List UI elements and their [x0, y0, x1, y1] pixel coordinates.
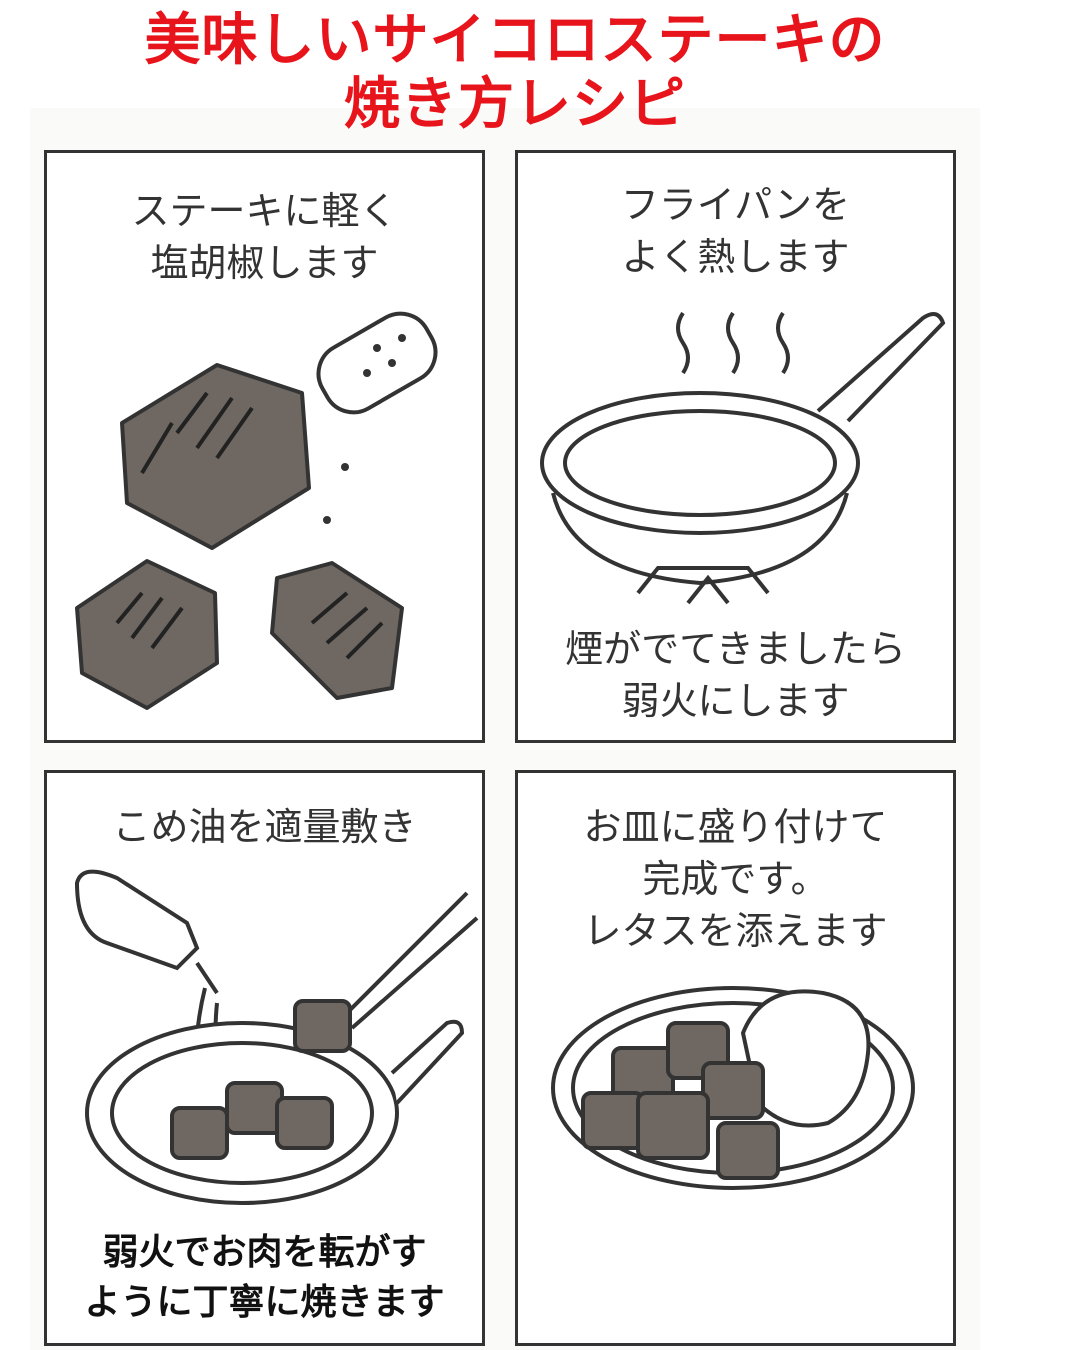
- step-4-caption-line-2: 完成です。: [642, 857, 829, 901]
- step-4-caption-line-3: レタスを添えます: [583, 909, 888, 953]
- plated-steak-illustration: [551, 986, 915, 1190]
- frying-pan-icon: [540, 391, 860, 535]
- steam-icon: [676, 311, 690, 375]
- seasoning-steak-illustration: [75, 311, 438, 710]
- step-3-sub-caption-line-2: ように丁寧に焼きます: [84, 1282, 445, 1323]
- step-3-caption-line-1: こめ油を適量敷き: [112, 805, 417, 849]
- step-3-sub-caption-line-1: 弱火でお肉を転がす: [102, 1232, 427, 1273]
- steak-cube: [275, 1096, 334, 1150]
- recipe-title-line-1: 美味しいサイコロステーキの: [144, 8, 886, 73]
- step-2-sub-caption-line-1: 煙がでてきましたら: [565, 627, 906, 671]
- step-1-caption-line-2: 塩胡椒します: [150, 241, 379, 285]
- step-1-caption-line-1: ステーキに軽く: [131, 189, 398, 233]
- step-4-panel: お皿に盛り付けて 完成です。 レタスを添えます: [515, 770, 956, 1346]
- step-2-panel: フライパンを よく熱します 煙がでてきましたら 弱火にします: [515, 150, 956, 743]
- oil-bottle-icon: [74, 869, 200, 971]
- heating-pan-illustration: [540, 311, 946, 605]
- steak-cube: [170, 1106, 229, 1160]
- frying-cubes-illustration: [74, 869, 479, 1205]
- recipe-title-line-2: 焼き方レシピ: [344, 72, 686, 137]
- step-4-caption-line-1: お皿に盛り付けて: [583, 805, 888, 849]
- large-steak-cube: [120, 363, 311, 550]
- salt-shaker-icon: [316, 311, 438, 524]
- step-2-sub-caption-line-2: 弱火にします: [621, 679, 850, 723]
- steak-cube: [293, 999, 352, 1053]
- step-2-caption-line-2: よく熱します: [621, 235, 850, 279]
- step-3-panel: こめ油を適量敷き 弱火でお肉を転がす ように丁寧に焼きます: [44, 770, 485, 1346]
- small-steak-cube: [270, 561, 404, 700]
- lettuce-icon: [740, 989, 871, 1128]
- step-1-panel: ステーキに軽く 塩胡椒します: [44, 150, 485, 743]
- steak-cube: [225, 1081, 284, 1135]
- chopsticks-icon: [335, 891, 479, 1030]
- gas-burner-icon: [636, 566, 770, 605]
- step-2-caption-line-1: フライパンを: [620, 183, 851, 227]
- small-steak-cube: [75, 559, 219, 710]
